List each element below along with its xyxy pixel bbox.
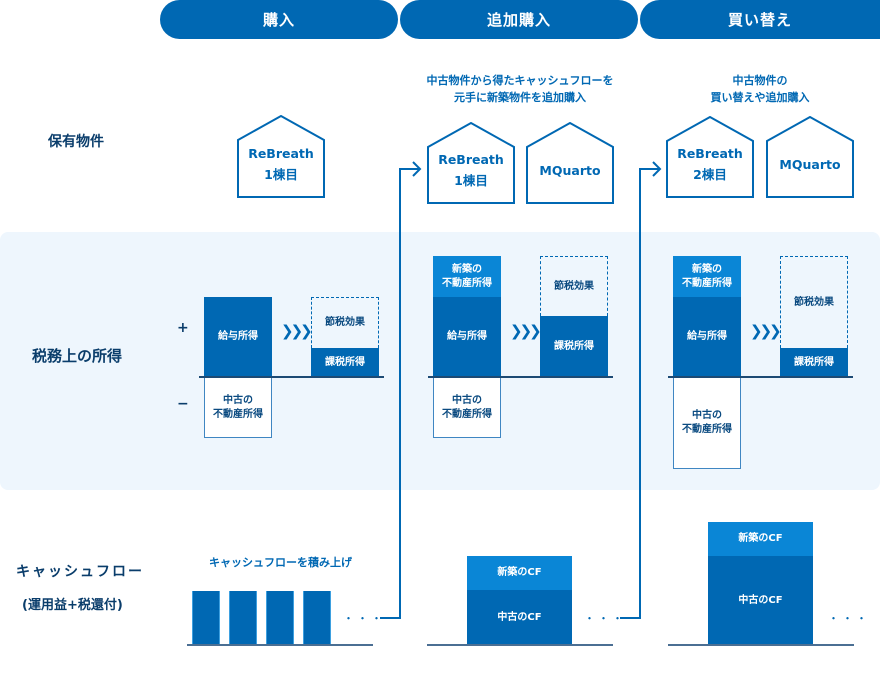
cf-axis: [427, 644, 613, 646]
bar-label: 課税所得: [794, 356, 834, 368]
house-mquarto-phase3: MQuarto: [766, 116, 854, 198]
house-outline-icon: [766, 116, 854, 198]
new-property-income-bar: 新築の不動産所得: [433, 256, 501, 297]
bar-label: 課税所得: [554, 340, 594, 352]
cf-axis: [187, 644, 373, 646]
house-unit: 1棟目: [454, 173, 488, 188]
house-name: MQuarto: [539, 163, 601, 178]
new-property-cf-bar: 新築のCF: [467, 556, 572, 590]
cf-bar: [266, 591, 294, 645]
cf-bar: [303, 591, 331, 645]
bar-label: 節税効果: [325, 317, 365, 328]
bar-label: 給与所得: [218, 331, 258, 342]
bar-label: 中古のCF: [738, 594, 783, 606]
phase-header-purchase: 購入: [160, 0, 398, 39]
bar-label: 給与所得: [447, 331, 487, 342]
new-property-cf-bar: 新築のCF: [708, 522, 813, 556]
caption-line: 元手に新築物件を追加購入: [454, 91, 586, 104]
tax-saving-box: 節税効果: [540, 256, 608, 316]
caption-line: 買い替えや追加購入: [710, 91, 810, 104]
bar-label: 新築のCF: [738, 533, 783, 544]
taxable-income-bar: 課税所得: [540, 316, 608, 377]
house-unit: 2棟目: [693, 167, 727, 182]
bar-label: 中古のCF: [497, 611, 542, 623]
house-outline-icon: [526, 122, 614, 204]
house-name: MQuarto: [779, 157, 841, 172]
tax-axis: [428, 376, 613, 378]
used-property-cf-bar: 中古のCF: [467, 590, 572, 645]
house-rebreath-1-phase1: ReBreath 1棟目: [237, 115, 325, 198]
taxable-income-bar: 課税所得: [780, 348, 848, 377]
caption-cf-accumulate: キャッシュフローを積み上げ: [209, 556, 352, 569]
flow-arrow-phase2-to-phase3: [620, 161, 662, 619]
salary-income-bar: 給与所得: [204, 297, 272, 377]
ellipsis: ・・・: [584, 612, 626, 625]
tax-axis: [668, 376, 853, 378]
cf-bar: [192, 591, 220, 645]
bar-label: 節税効果: [554, 280, 594, 292]
used-property-income-bar: 中古の不動産所得: [673, 377, 741, 469]
phase-label: 購入: [262, 11, 295, 29]
flow-arrow-phase1-to-phase2: [380, 161, 422, 619]
used-property-cf-bar: 中古のCF: [708, 556, 813, 645]
tax-saving-box: 節税効果: [780, 256, 848, 348]
new-property-income-bar: 新築の不動産所得: [673, 256, 741, 297]
bar-label: 新築の不動産所得: [682, 263, 732, 289]
tax-axis: [199, 376, 384, 378]
row-label-cashflow: キャッシュフロー: [16, 564, 144, 580]
house-mquarto-phase2: MQuarto: [526, 122, 614, 204]
chevrons-right-icon: ❯❯❯: [750, 322, 782, 340]
house-name: ReBreath: [677, 146, 743, 161]
bar-label: 課税所得: [325, 356, 365, 368]
cf-axis: [668, 644, 854, 646]
tax-saving-box: 節税効果: [311, 297, 379, 348]
phase-label: 買い替え: [727, 11, 792, 29]
house-outline-icon: [666, 116, 754, 198]
caption-phase3: 中古物件の 買い替えや追加購入: [640, 72, 880, 106]
minus-sign: −: [177, 396, 189, 412]
bar-label: 新築の不動産所得: [442, 263, 492, 289]
bar-label: 給与所得: [687, 331, 727, 342]
plus-sign: +: [177, 320, 189, 336]
phase-header-replacement: 買い替え: [640, 0, 880, 39]
phase-label: 追加購入: [486, 11, 551, 29]
caption-phase2: 中古物件から得たキャッシュフローを 元手に新築物件を追加購入: [400, 72, 640, 106]
house-unit: 1棟目: [264, 167, 298, 182]
bar-label: 中古の不動産所得: [442, 394, 492, 420]
salary-income-bar: 給与所得: [433, 297, 501, 377]
house-outline-icon: [237, 115, 325, 198]
caption-line: 中古物件の: [732, 74, 788, 87]
row-label-holdings: 保有物件: [48, 134, 104, 150]
ellipsis: ・・・: [343, 612, 385, 625]
caption-line: 中古物件から得たキャッシュフローを: [426, 74, 614, 87]
chevrons-right-icon: ❯❯❯: [510, 322, 542, 340]
house-name: ReBreath: [438, 152, 504, 167]
taxable-income-bar: 課税所得: [311, 348, 379, 377]
house-outline-icon: [427, 122, 515, 204]
ellipsis: ・・・: [828, 612, 870, 625]
bar-label: 節税効果: [794, 296, 834, 308]
house-name: ReBreath: [248, 146, 314, 161]
bar-label: 中古の不動産所得: [213, 394, 263, 420]
row-label-tax-income: 税務上の所得: [32, 347, 123, 365]
house-rebreath-2-phase3: ReBreath 2棟目: [666, 116, 754, 198]
bar-label: 新築のCF: [497, 567, 542, 578]
bar-label: 中古の不動産所得: [682, 410, 732, 435]
chevrons-right-icon: ❯❯❯: [281, 322, 313, 340]
phase-header-additional-purchase: 追加購入: [400, 0, 638, 39]
salary-income-bar: 給与所得: [673, 297, 741, 377]
cf-bar: [229, 591, 257, 645]
row-label-cashflow-sub: (運用益+税還付): [22, 598, 123, 613]
used-property-income-bar: 中古の不動産所得: [433, 377, 501, 438]
house-rebreath-1-phase2: ReBreath 1棟目: [427, 122, 515, 204]
